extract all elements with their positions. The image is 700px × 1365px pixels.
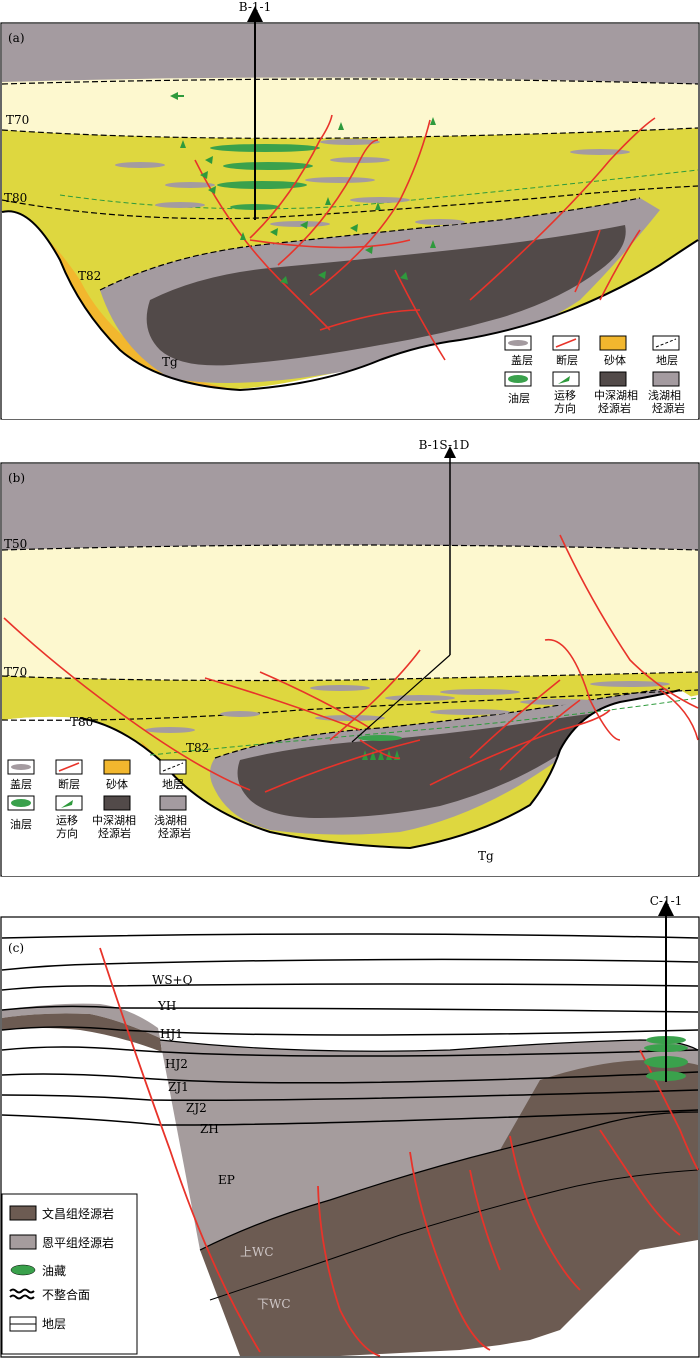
panel-c-label: (c) bbox=[8, 941, 24, 955]
svg-text:油层: 油层 bbox=[508, 391, 530, 405]
horizon-label-t70: T70 bbox=[6, 113, 29, 127]
horizon-t50-line bbox=[1, 544, 699, 551]
wc-source-shoulder bbox=[2, 1013, 162, 1052]
svg-text:ZH: ZH bbox=[200, 1122, 219, 1136]
well-label-b-1-1: B-1-1 bbox=[239, 0, 271, 14]
faults bbox=[194, 114, 656, 361]
horizon-t82-line bbox=[99, 197, 641, 291]
panel-a: B-1-1 (a) T70 T80 T82 Tg 盖层 断层 砂体 地层 油层 … bbox=[0, 0, 700, 428]
deep-source-rock bbox=[146, 225, 626, 366]
svg-text:中深湖相: 中深湖相 bbox=[92, 814, 136, 827]
cap-lenses bbox=[115, 139, 630, 227]
well-deviated-path bbox=[351, 654, 451, 743]
svg-text:文昌组烃源岩: 文昌组烃源岩 bbox=[42, 1206, 114, 1221]
green-dashed-line bbox=[59, 169, 699, 210]
svg-text:ZJ1: ZJ1 bbox=[168, 1080, 189, 1094]
svg-text:砂体: 砂体 bbox=[604, 353, 626, 367]
well-label-b-1s-1d: B-1S-1D bbox=[419, 440, 470, 452]
svg-text:油藏: 油藏 bbox=[42, 1264, 66, 1278]
wc-source-rock bbox=[200, 1112, 698, 1356]
horizon-t80-line bbox=[1, 689, 699, 721]
wc-internal-line bbox=[209, 1169, 699, 1301]
sand-stripe bbox=[610, 228, 698, 280]
svg-text:烃源岩: 烃源岩 bbox=[98, 826, 131, 840]
svg-text:YH: YH bbox=[157, 999, 176, 1013]
svg-text:砂体: 砂体 bbox=[106, 777, 128, 791]
well-label-c-1-1: C-1-1 bbox=[650, 894, 683, 908]
svg-text:中深湖相: 中深湖相 bbox=[594, 389, 638, 402]
horizon-line bbox=[1, 78, 699, 85]
panel-b: B-1S-1D (b) T50 T70 T80 T82 Tg 盖层 断层 砂体 … bbox=[0, 438, 700, 880]
panel-c: C-1-1 (c) WS+Q YH HJ1 HJ2 ZJ1 ZJ2 ZH EP … bbox=[0, 890, 700, 1361]
svg-text:油层: 油层 bbox=[10, 817, 32, 831]
svg-text:盖层: 盖层 bbox=[10, 777, 32, 791]
panel-a-section: B-1-1 (a) T70 T80 T82 Tg 盖层 断层 砂体 地层 油层 … bbox=[0, 0, 700, 420]
wc-top-line bbox=[199, 1111, 699, 1251]
panel-a-legend: 盖层 断层 砂体 地层 油层 运移 方向 中深湖相 烃源岩 浅湖相 烃源岩 bbox=[504, 335, 685, 415]
svg-text:烃源岩: 烃源岩 bbox=[158, 826, 191, 840]
svg-text:上WC: 上WC bbox=[240, 1245, 274, 1259]
svg-text:断层: 断层 bbox=[58, 777, 80, 791]
horizon-label-t80: T80 bbox=[70, 715, 93, 729]
svg-text:地层: 地层 bbox=[656, 354, 678, 367]
tg-boundary bbox=[1, 210, 699, 392]
svg-text:烃源岩: 烃源岩 bbox=[598, 401, 631, 415]
formation-labels: WS+Q YH HJ1 HJ2 ZJ1 ZJ2 ZH EP 上WC 下WC bbox=[152, 973, 291, 1311]
panel-b-section: B-1S-1D (b) T50 T70 T80 T82 Tg 盖层 断层 砂体 … bbox=[0, 438, 700, 877]
pale-sand-layer bbox=[2, 77, 698, 139]
horizon-label-t82: T82 bbox=[186, 741, 209, 755]
horizon-label-tg: Tg bbox=[478, 849, 494, 863]
horizon-label-tg: Tg bbox=[162, 355, 178, 369]
oil-layers bbox=[210, 144, 320, 210]
horizon-label-t50: T50 bbox=[4, 537, 27, 551]
panel-c-section: C-1-1 (c) WS+Q YH HJ1 HJ2 ZJ1 ZJ2 ZH EP … bbox=[0, 894, 700, 1358]
panel-a-label: (a) bbox=[8, 31, 25, 45]
green-dashed-line bbox=[149, 697, 699, 756]
svg-text:浅湖相: 浅湖相 bbox=[648, 389, 681, 402]
panel-b-label: (b) bbox=[8, 471, 25, 485]
horizon-t82-line bbox=[214, 687, 671, 759]
svg-text:方向: 方向 bbox=[56, 826, 78, 840]
svg-text:WS+Q: WS+Q bbox=[152, 973, 193, 987]
basement bbox=[2, 211, 698, 419]
svg-text:下WC: 下WC bbox=[257, 1297, 291, 1311]
svg-text:断层: 断层 bbox=[556, 353, 578, 367]
migration-arrows bbox=[170, 92, 436, 284]
oil-layer bbox=[358, 735, 402, 741]
svg-text:烃源岩: 烃源岩 bbox=[652, 401, 685, 415]
basement bbox=[2, 690, 698, 876]
svg-text:运移: 运移 bbox=[56, 814, 78, 827]
horizon-label-t80: T80 bbox=[4, 191, 27, 205]
faults bbox=[3, 534, 699, 793]
horizon-t80-line bbox=[1, 185, 699, 220]
svg-text:不整合面: 不整合面 bbox=[42, 1287, 90, 1302]
svg-text:盖层: 盖层 bbox=[511, 353, 533, 367]
svg-text:运移: 运移 bbox=[554, 389, 576, 402]
cap-rock-layer bbox=[2, 24, 698, 84]
faults bbox=[99, 947, 699, 1357]
svg-text:HJ1: HJ1 bbox=[160, 1027, 183, 1041]
horizon-label-t82: T82 bbox=[78, 269, 101, 283]
horizon-label-t70: T70 bbox=[4, 665, 27, 679]
cap-rock-layer bbox=[2, 464, 698, 550]
svg-text:HJ2: HJ2 bbox=[165, 1057, 188, 1071]
svg-text:方向: 方向 bbox=[554, 401, 576, 415]
svg-text:ZJ2: ZJ2 bbox=[186, 1101, 207, 1115]
panel-b-legend: 盖层 断层 砂体 地层 油层 运移 方向 中深湖相 烃源岩 浅湖相 烃源岩 bbox=[7, 759, 191, 840]
svg-text:地层: 地层 bbox=[162, 778, 184, 791]
svg-text:浅湖相: 浅湖相 bbox=[154, 814, 187, 827]
deep-source-rock bbox=[237, 710, 631, 818]
strata-lines bbox=[1, 933, 699, 1126]
svg-text:地层: 地层 bbox=[42, 1317, 66, 1331]
wc-source-rock-upper bbox=[500, 1060, 698, 1150]
svg-text:EP: EP bbox=[218, 1173, 235, 1187]
panel-c-legend: 文昌组烃源岩 恩平组烃源岩 油藏 不整合面 地层 bbox=[1, 1193, 138, 1355]
svg-text:恩平组烃源岩: 恩平组烃源岩 bbox=[42, 1235, 114, 1250]
pale-sand-layer bbox=[2, 545, 698, 681]
